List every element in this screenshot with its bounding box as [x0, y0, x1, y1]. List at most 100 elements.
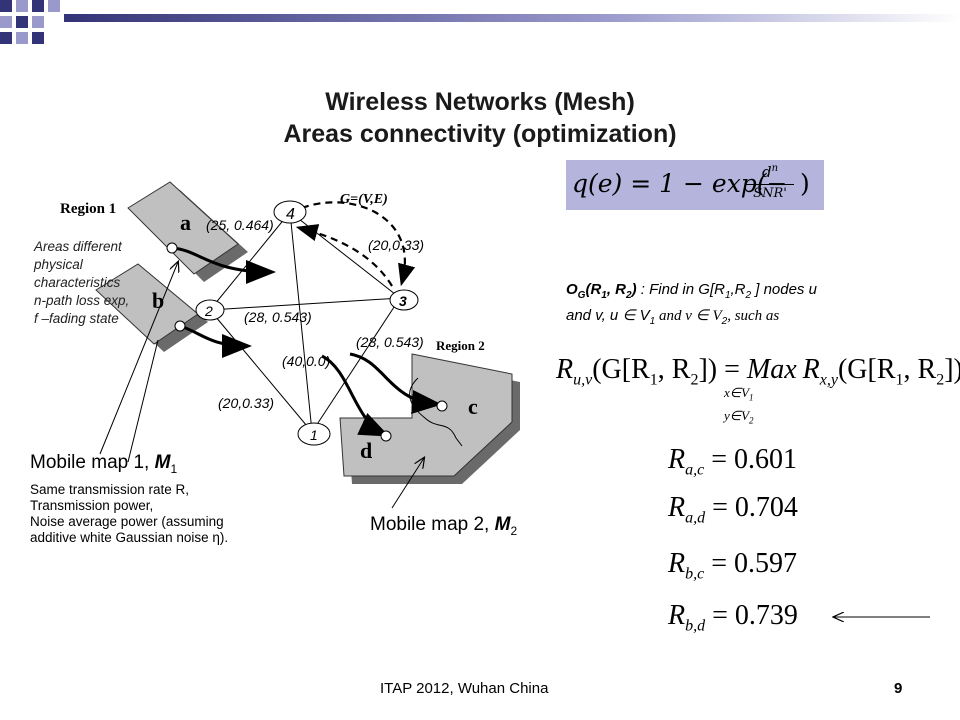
graph-node-3 [389, 289, 419, 311]
slide-number: 9 [894, 680, 903, 697]
problem-text1-mid: ,R [730, 281, 746, 298]
point-a [166, 242, 178, 254]
mapping-arrow-a [171, 246, 276, 284]
mobile2-text: Mobile map 2, [370, 514, 495, 535]
area-c-label: c [468, 394, 478, 419]
max-limit-1: x∈V [724, 385, 750, 400]
max-limit-2-idx: 2 [749, 415, 754, 426]
result-bd: Rb,d = 0.739 [668, 600, 798, 636]
mapping-arrow-b [179, 324, 252, 358]
region1-label: Region 1 [60, 201, 116, 217]
edge-label-3-1: (28, 0.543) [356, 334, 424, 350]
problem-text2-sub1: 1 [649, 316, 656, 327]
pointer-mobile1-b [127, 339, 159, 463]
formula-q-num: d [761, 163, 772, 181]
mobile2-sub: 2 [510, 523, 518, 538]
max-formula-limits: x∈V1 y∈V2 [724, 384, 754, 429]
max-formula-rhs: R [802, 354, 820, 385]
edge-label-2-4: (25, 0.464) [206, 217, 274, 233]
point-b [174, 320, 186, 332]
graph-edges [209, 211, 401, 433]
edge-label-4-3: (20,0.33) [368, 237, 424, 253]
problem-args-end: ) [631, 281, 637, 298]
problem-text1: : Find in G[R [636, 281, 725, 298]
result-bd-value: = 0.739 [712, 600, 798, 631]
mobile1-italic: M [154, 452, 171, 473]
problem-prefix-sub: G [577, 290, 586, 301]
problem-args-mid: , R [606, 281, 627, 298]
problem-prefix: O [566, 281, 578, 298]
formula-q-lhs: q(e) = 1 − exp(− [572, 169, 788, 198]
pointer-mobile2 [391, 458, 424, 509]
edge-label-2-3: (28, 0.543) [244, 309, 312, 325]
problem-text1-end: ] nodes u [751, 281, 817, 298]
graph-node-3-label: 3 [399, 293, 407, 309]
result-bc-r: R [668, 548, 686, 579]
mobile1-desc-line: additive white Gaussian noise η). [30, 530, 229, 545]
result-bd-r: R [668, 600, 686, 631]
formula-q-tail: ) [800, 169, 810, 198]
mobile1-sub: 1 [170, 461, 178, 476]
pointer-mobile1-a [99, 262, 178, 455]
problem-text2-mid: and v ∈ V [655, 308, 722, 324]
dashed-edge-3-4 [295, 224, 393, 287]
area-b-label: b [152, 288, 164, 313]
problem-text2-sub2: 2 [721, 316, 728, 327]
mobile-map-1-label: Mobile map 1, M1 [30, 452, 177, 476]
result-ad-r: R [668, 492, 686, 523]
area-d-label: d [360, 438, 372, 463]
result-bc-value: = 0.597 [711, 548, 798, 579]
edge-label-2-1: (20,0.33) [218, 395, 274, 411]
graph-node-4-label: 4 [286, 206, 295, 223]
problem-args: (R [585, 281, 602, 298]
graph-node-4 [273, 200, 307, 224]
result-ac-value: = 0.601 [711, 444, 798, 475]
graph-node-1 [297, 422, 331, 446]
areas-note: Areas different physical characteristics… [34, 238, 129, 328]
max-formula-rhs-comma: , R [903, 354, 937, 385]
result-bc-sub: b,c [685, 565, 705, 583]
point-c [436, 400, 448, 412]
problem-statement: OG(R1, R2) : Find in G[R1,R2 ] nodes u a… [566, 280, 817, 332]
reliability-formula: q(e) = 1 − exp(− dn SNR' ) [566, 160, 824, 210]
areas-note-line: characteristics [34, 275, 121, 290]
mobile2-italic: M [494, 514, 511, 535]
footer-text: ITAP 2012, Wuhan China [380, 680, 549, 697]
formula-q-den: SNR' [753, 186, 787, 201]
graph-node-2 [195, 299, 225, 321]
problem-text2-end: , such as [727, 308, 780, 324]
mobile1-text: Mobile map 1, [30, 452, 155, 473]
result-ac: Ra,c = 0.601 [668, 444, 797, 480]
max-formula-comma: , R [657, 354, 691, 385]
max-formula-rhs-mid: (G[R [837, 354, 896, 385]
graph-name-label: G=(V,E) [340, 192, 388, 207]
mobile1-desc-line: Same transmission rate R, [30, 482, 190, 497]
max-limit-2: y∈V [724, 407, 750, 423]
mobile-map-2-label: Mobile map 2, M2 [370, 514, 517, 538]
graph-node-2-label: 2 [204, 303, 213, 319]
mapping-arrow-c [349, 352, 442, 414]
areas-note-line: Areas different [34, 239, 122, 254]
areas-note-line: physical [34, 257, 83, 272]
point-d [380, 430, 392, 442]
max-limit-1-idx: 1 [749, 392, 754, 403]
max-formula-rhs-sub: x,y [819, 371, 838, 389]
graph-node-1-label: 1 [310, 427, 318, 443]
problem-text2: and v, u ∈ V [566, 307, 650, 324]
result-ad-sub: a,d [685, 509, 706, 527]
max-formula-rhs-r1sub: 1 [895, 371, 904, 389]
result-ad-value: = 0.704 [712, 492, 798, 523]
areas-note-line: n-path loss exp, [34, 293, 130, 308]
problem-args-sub2: 2 [626, 290, 632, 301]
mobile1-desc-line: Noise average power (assuming [30, 514, 224, 529]
result-bd-sub: b,d [685, 617, 706, 635]
max-formula-lhs-sub: u,v [573, 371, 593, 389]
areas-note-line: f –fading state [34, 311, 119, 326]
max-formula-close: ]) = [698, 354, 747, 385]
formula-q-num-exp: n [771, 163, 779, 174]
slide-title-line1: Wireless Networks (Mesh) [325, 88, 635, 116]
max-formula-rhs-r2sub: 2 [936, 371, 945, 389]
edge-label-4-1: (40,0.0) [282, 353, 330, 369]
